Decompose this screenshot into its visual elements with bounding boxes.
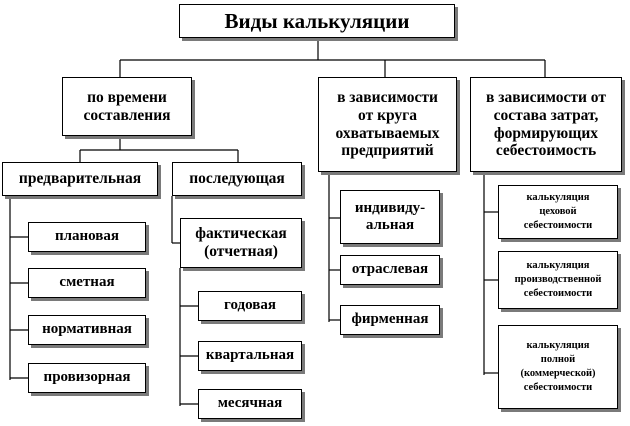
root-node: Виды калькуляции — [179, 4, 455, 38]
item-full-commercial-cost: калькуляция полной (коммерческой) себест… — [498, 325, 618, 409]
item-annual: годовая — [198, 291, 302, 321]
item-industry: отраслевая — [340, 255, 440, 285]
subtype-actual-reported: фактическая (отчетная) — [180, 218, 302, 268]
category-by-cost-composition: в зависимости от состава затрат, формиру… — [470, 77, 622, 172]
item-individual: индивиду- альная — [340, 190, 440, 244]
subtype-subsequent: последующая — [172, 162, 302, 196]
item-production-cost: калькуляция производственной себестоимос… — [498, 251, 618, 309]
item-normative: нормативная — [28, 315, 146, 345]
item-quarterly: квартальная — [198, 341, 302, 371]
item-monthly: месячная — [198, 389, 302, 419]
subtype-preliminary: предварительная — [2, 162, 158, 196]
item-provisional: провизорная — [28, 363, 146, 393]
category-by-time: по времени составления — [62, 77, 192, 136]
category-by-scope: в зависимости от круга охватываемых пред… — [318, 77, 457, 172]
item-planned: плановая — [28, 222, 146, 252]
item-workshop-cost: калькуляция цеховой себестоимости — [498, 185, 618, 239]
item-company: фирменная — [340, 305, 440, 335]
item-estimate: сметная — [28, 268, 146, 298]
